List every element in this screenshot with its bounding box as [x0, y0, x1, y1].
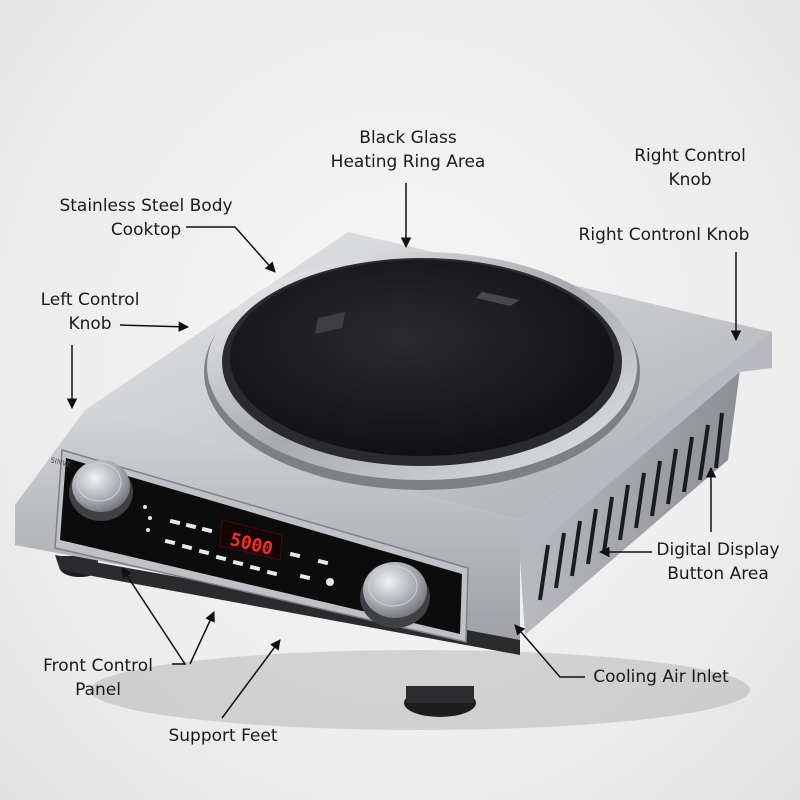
cooling-vents — [538, 412, 724, 601]
right-control-knob[interactable] — [360, 562, 430, 628]
left-control-knob[interactable] — [69, 460, 133, 521]
digital-display: 5000 — [219, 519, 283, 561]
leader-cooling-inlet — [514, 624, 585, 678]
panel-button-glyphs — [143, 505, 334, 586]
leader-stainless-body — [186, 226, 276, 273]
leader-front-panel-2 — [189, 611, 215, 665]
right-top-edge — [520, 332, 772, 560]
label-support-feet: Support Feet — [168, 726, 278, 746]
leader-left-knob-right — [119, 321, 190, 332]
black-glass-heating-ring — [204, 252, 640, 490]
leader-front-panel — [121, 567, 187, 665]
leader-lines — [66, 183, 742, 719]
label-right-contronl-knob: Right Contronl Knob — [578, 225, 750, 245]
base-shadow-band — [55, 555, 520, 655]
leader-support-feet — [221, 639, 281, 719]
label-cooling-air-inlet: Cooling Air Inlet — [593, 667, 729, 687]
